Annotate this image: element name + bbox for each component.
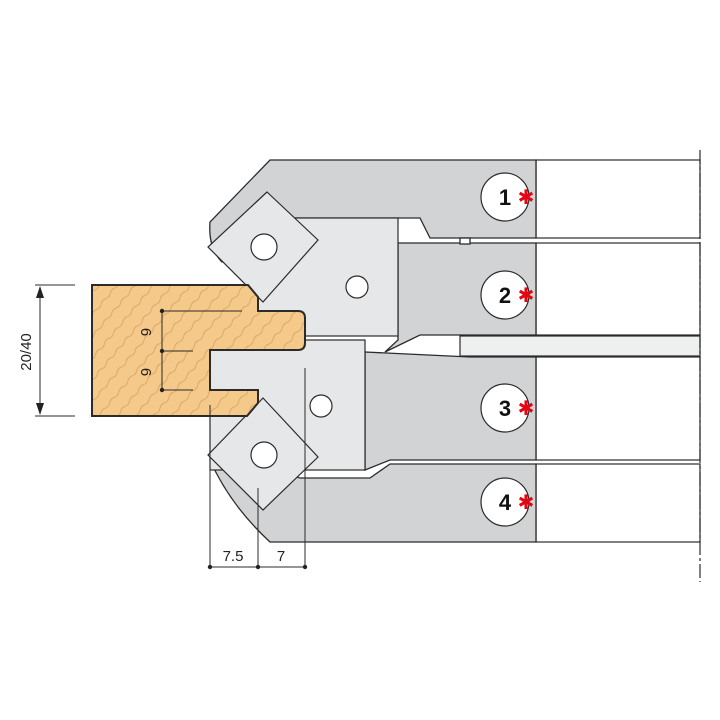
arbor-sections (459, 159, 701, 543)
lower-knife-hole (250, 441, 278, 469)
cutter-badge-4: 4 ✱ (480, 477, 535, 527)
cutter-badge-2: 2 ✱ (480, 270, 535, 320)
thickness-label: 20/40 (18, 333, 35, 371)
cutter-badge-1: 1 ✱ (480, 172, 535, 222)
wood-workpiece (91, 284, 306, 417)
cutter-number: 3 (499, 396, 511, 421)
red-asterisk-icon: ✱ (518, 283, 535, 307)
cutter-number: 2 (499, 283, 511, 308)
tongue-lower-label: 6 (137, 368, 154, 376)
cutter-body-3 (364, 351, 537, 471)
lower-plate-hole (309, 394, 333, 418)
cutter-badge-3: 3 ✱ (480, 383, 535, 433)
cutter-body-2 (384, 242, 537, 353)
upper-knife-hole (250, 233, 278, 261)
cutter-number: 1 (499, 185, 511, 210)
upper-plate-hole (345, 275, 369, 299)
red-asterisk-icon: ✱ (518, 396, 535, 420)
dimension-lines (35, 284, 308, 570)
red-asterisk-icon: ✱ (518, 490, 535, 514)
offset-left-label: 7.5 (223, 548, 244, 565)
tongue-upper-label: 6 (137, 328, 154, 336)
cutter-number: 4 (499, 490, 512, 515)
offset-right-label: 7 (277, 548, 285, 565)
red-asterisk-icon: ✱ (518, 185, 535, 209)
